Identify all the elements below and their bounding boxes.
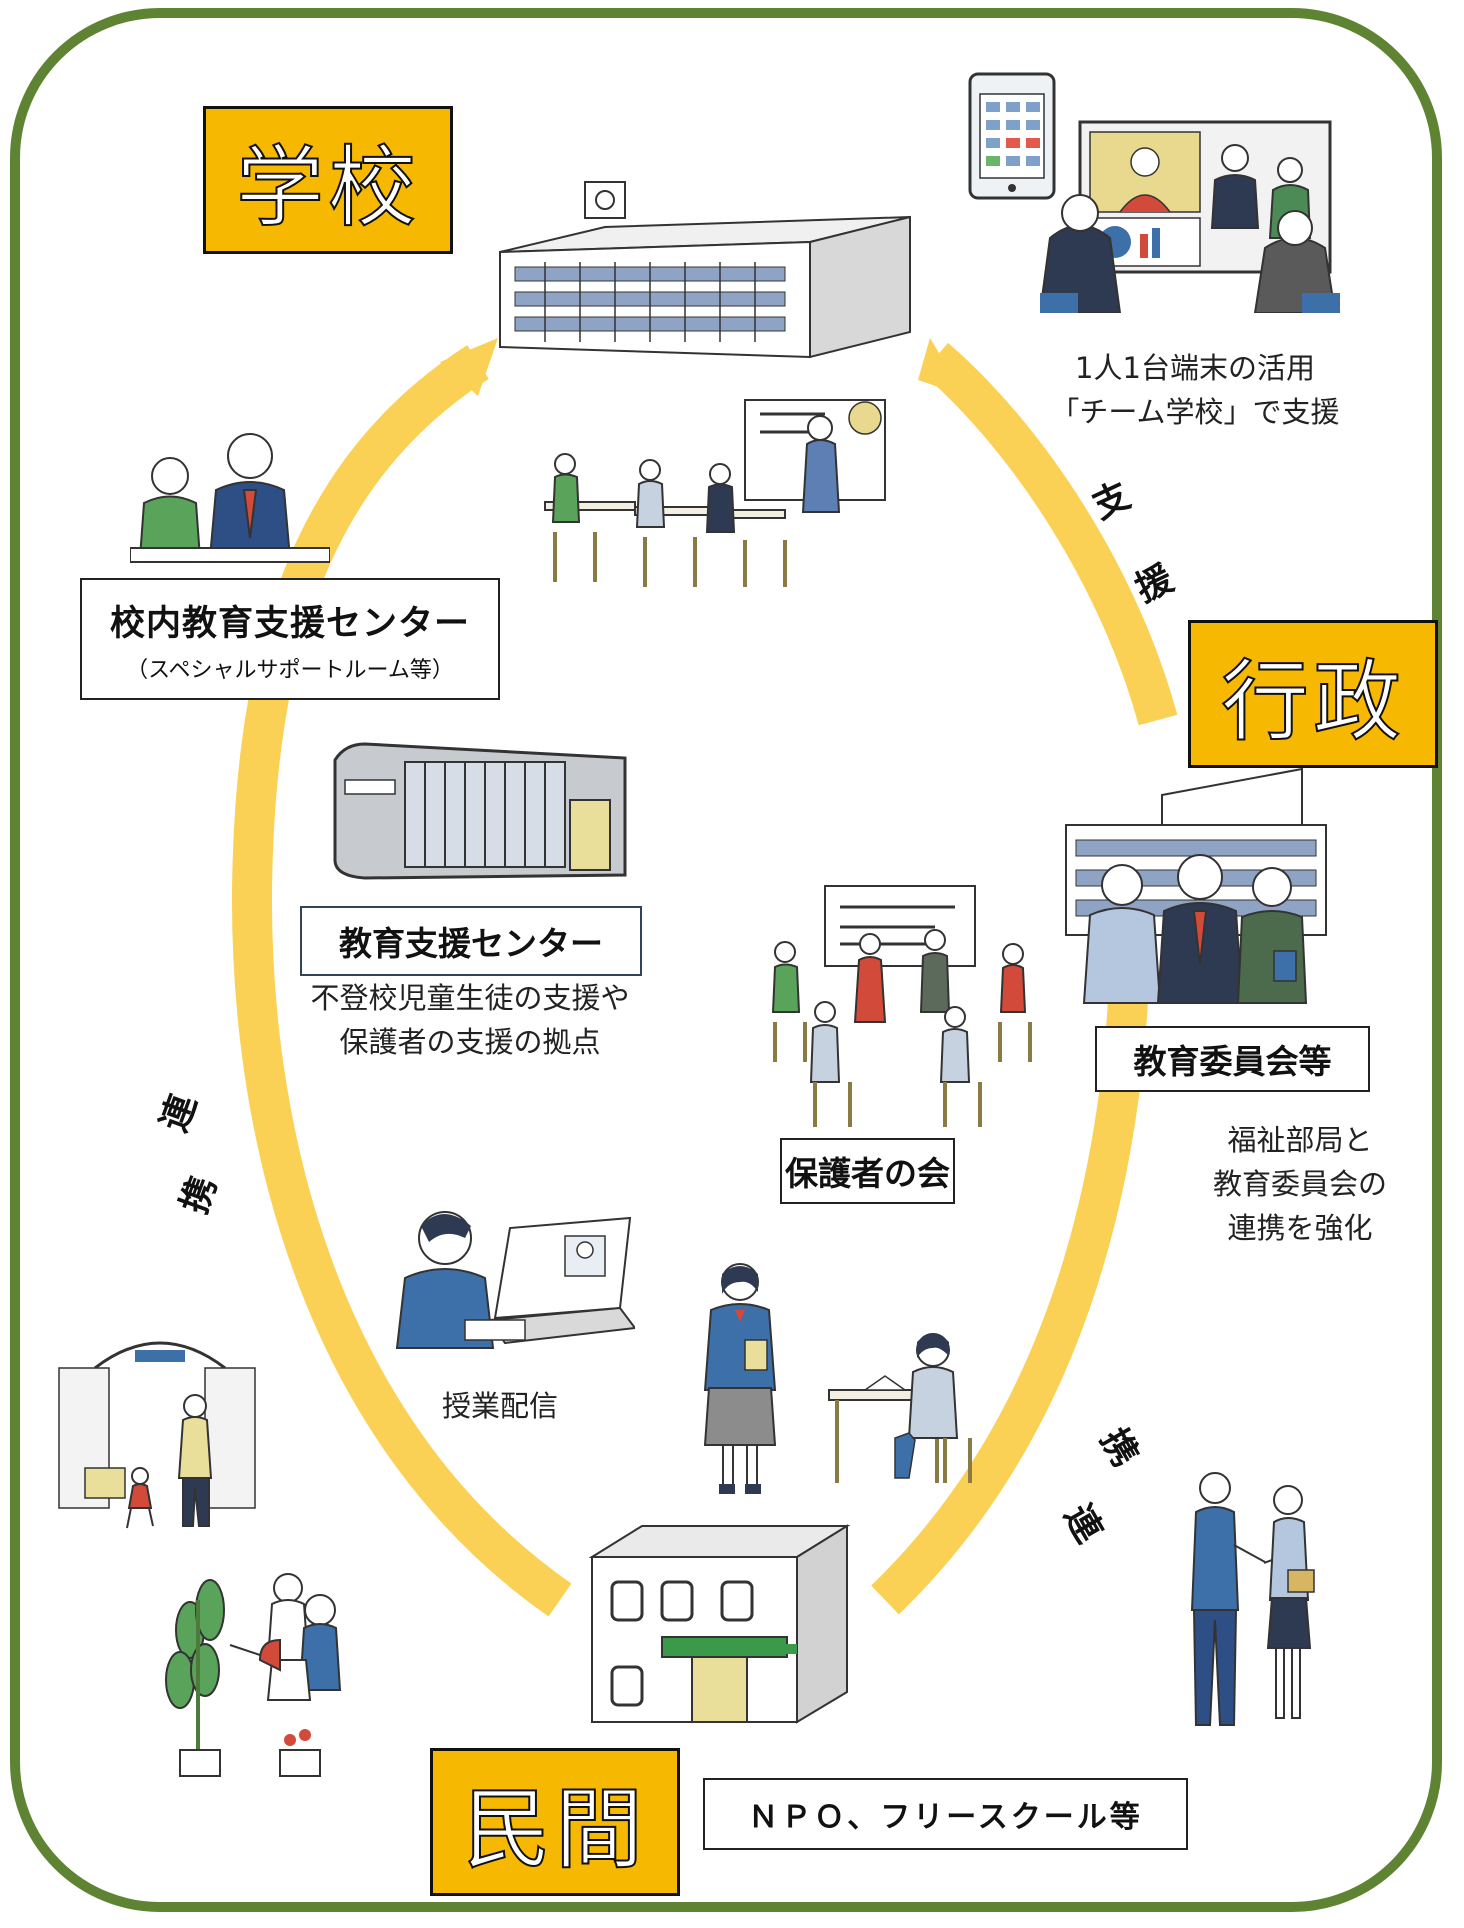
shopping-street-icon <box>58 1341 256 1529</box>
student-standing-icon <box>703 1263 777 1494</box>
education-support-center-box: 教育支援センター <box>300 906 642 976</box>
description-line-2: 保護者の支援の拠点 <box>339 1025 601 1059</box>
classroom-lesson-icon <box>544 399 886 587</box>
administration-caption-line-2: 教育委員会の <box>1212 1167 1387 1201</box>
description-line-1: 不登校児童生徒の支援や <box>310 981 630 1015</box>
npo-free-school-box: ＮＰＯ、フリースクール等 <box>703 1778 1188 1850</box>
label-private: 民間 <box>430 1748 680 1896</box>
education-support-center-description: 不登校児童生徒の支援や 保護者の支援の拠点 <box>270 976 670 1064</box>
school-building-icon <box>499 181 911 359</box>
gardening-icon <box>165 1573 342 1777</box>
online-class-caption: 授業配信 <box>441 1389 558 1423</box>
arrowhead-right <box>918 338 965 396</box>
video-conference-icon <box>1040 120 1340 313</box>
tablet-icon <box>968 72 1056 200</box>
handshake-icon <box>1190 1472 1315 1726</box>
arc-left <box>231 345 572 1617</box>
student-laptop-icon <box>395 1211 635 1349</box>
parents-meeting-box: 保護者の会 <box>780 1138 955 1204</box>
free-school-building-icon <box>588 1524 851 1724</box>
office-building-staff-icon <box>1065 767 1327 1004</box>
tutoring-icon <box>130 433 330 563</box>
administration-caption: 福祉部局と 教育委員会の 連携を強化 <box>1175 1118 1425 1250</box>
education-board-box: 教育委員会等 <box>1095 1026 1370 1092</box>
parents-meeting-icon <box>771 885 1032 1127</box>
outer-frame <box>10 8 1442 1912</box>
arc-right-top <box>921 342 1178 726</box>
label-administration: 行政 <box>1188 620 1438 768</box>
in-school-support-center-box: 校内教育支援センター （スペシャルサポートルーム等） <box>80 578 500 700</box>
in-school-support-center-subtitle: （スペシャルサポートルーム等） <box>126 657 454 683</box>
label-school: 学校 <box>203 106 453 254</box>
administration-caption-line-1: 福祉部局と <box>1227 1123 1373 1157</box>
device-caption-line-2: 「チーム学校」で支援 <box>1050 395 1340 429</box>
device-caption: 1人1台端末の活用 「チーム学校」で支援 <box>1045 346 1345 434</box>
in-school-support-center-title: 校内教育支援センター <box>109 603 470 644</box>
administration-caption-line-3: 連携を強化 <box>1227 1211 1373 1245</box>
student-reading-icon <box>828 1333 972 1483</box>
support-center-building-icon <box>333 742 627 880</box>
device-caption-line-1: 1人1台端末の活用 <box>1075 351 1315 385</box>
arrowhead-left <box>440 338 498 396</box>
